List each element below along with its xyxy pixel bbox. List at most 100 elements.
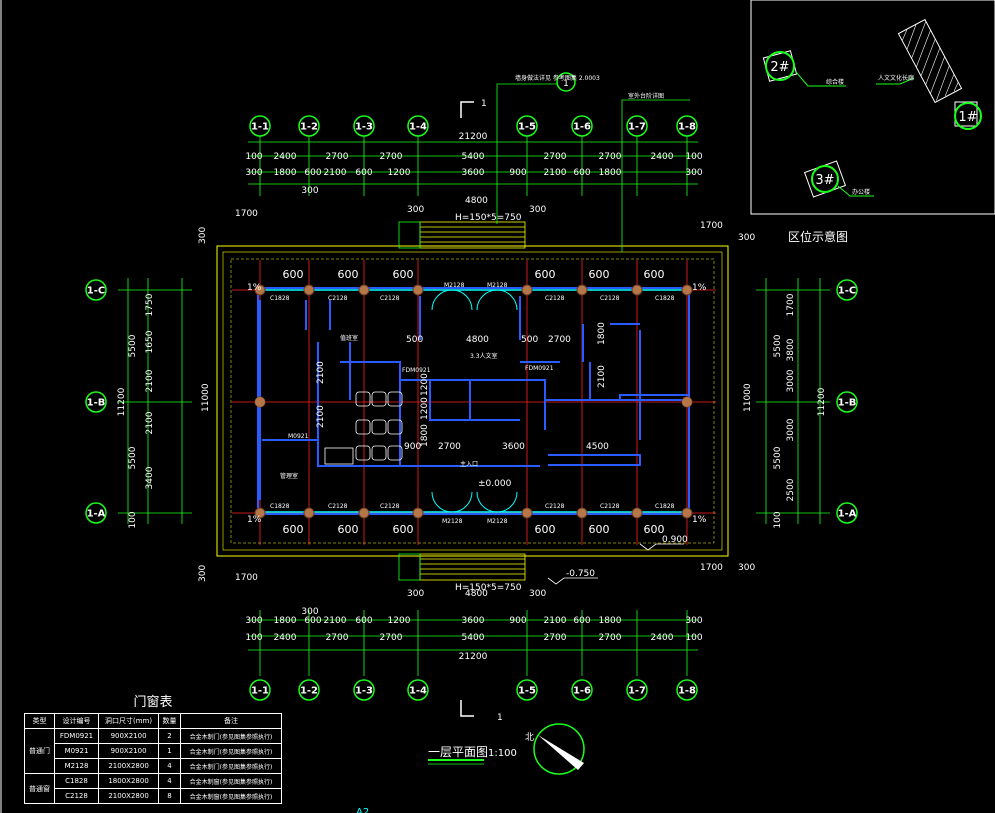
axis-bubble-1-5-bottom xyxy=(516,679,538,701)
table-cell: 900X2100 xyxy=(98,728,160,744)
interior-dim-2100-v3: 2100 xyxy=(597,365,607,388)
dim-bot-row2-2: 2700 xyxy=(326,633,349,643)
plan-title-block: 一层平面图 1:100 xyxy=(428,745,517,765)
tag-c2128-s1: C2128 xyxy=(328,503,348,510)
table-type-cell: 普通窗 xyxy=(24,773,55,804)
dim-top-row3-3: 2100 xyxy=(324,168,347,178)
dim-bot-row1-6: 3600 xyxy=(462,616,485,626)
dim-se-300: 300 xyxy=(738,563,755,573)
dim-se-1700: 1700 xyxy=(700,563,723,573)
tag-c1828-sw: C1828 xyxy=(270,503,290,510)
dim-top-row2-6: 2700 xyxy=(599,152,622,162)
dim-bot-row1-11: 300 xyxy=(685,616,702,626)
table-cell: 4 xyxy=(158,758,181,774)
dim-bot-row1-9: 600 xyxy=(573,616,590,626)
axis-bubble-1-7-top xyxy=(626,115,648,137)
table-header-row: 类型设计编号洞口尺寸(mm)数量备注 xyxy=(24,713,283,729)
elevation-neg: -0.750 xyxy=(566,569,595,579)
window-600-bottom-1: 600 xyxy=(338,523,359,536)
tag-c2128-s3: C2128 xyxy=(545,503,565,510)
callout-step-note: 室外台阶详图 xyxy=(628,92,664,100)
dim-right-inner-0: 5500 xyxy=(773,334,783,357)
axis-label-1-6-top: 1-6 xyxy=(573,122,591,133)
interior-dim-2100-v1: 2100 xyxy=(316,361,326,384)
callout-wall-note: 墙身做法详见 参考图集 2.0003 xyxy=(515,74,600,82)
axis-bubble-1-6-top xyxy=(571,115,593,137)
table-cell: FDM0921 xyxy=(53,728,100,744)
table-header-2: 洞口尺寸(mm) xyxy=(98,713,160,729)
table-cell: C1828 xyxy=(53,773,100,789)
tag-c2128-n2: C2128 xyxy=(380,295,400,302)
dim-top-row3-9: 600 xyxy=(573,168,590,178)
building-3-marker xyxy=(811,165,839,193)
interior-dim-500: 500 xyxy=(406,335,423,345)
axis-label-1-C-left: 1-C xyxy=(87,286,105,297)
dim-nw-1700: 1700 xyxy=(235,209,258,219)
axis-label-1-2-top: 1-2 xyxy=(300,122,318,133)
table-cell: 合金木制门(参见图集参照执行) xyxy=(179,743,283,759)
axis-label-1-A-left: 1-A xyxy=(87,509,106,520)
dim-top-row2-1: 2400 xyxy=(274,152,297,162)
dim-bot-row1-0: 300 xyxy=(245,616,262,626)
north-stair-right: 300 xyxy=(529,205,546,215)
interior-dim-1800b: 1800 xyxy=(420,424,430,447)
plan-title: 一层平面图 xyxy=(428,745,488,759)
building-2-name: 综合楼 xyxy=(826,78,844,86)
column-1-0 xyxy=(303,284,315,296)
dim-top-row3-0: 300 xyxy=(245,168,262,178)
north-arrow: 北 xyxy=(525,723,585,775)
dim-top-row2-7: 2400 xyxy=(651,152,674,162)
table-header-1: 设计编号 xyxy=(53,713,100,729)
axis-label-1-3-top: 1-3 xyxy=(355,122,373,133)
axis-label-1-2-bottom: 1-2 xyxy=(300,686,318,697)
dim-bot-row2-0: 100 xyxy=(245,633,262,643)
interior-dim-4800: 4800 xyxy=(466,335,489,345)
axis-label-1-4-top: 1-4 xyxy=(409,122,427,133)
interior-dim-2700: 2700 xyxy=(548,335,571,345)
south-stair-right: 300 xyxy=(529,589,546,599)
axis-bubble-1-8-top xyxy=(676,115,698,137)
slope-ne: 1% xyxy=(692,283,707,293)
building-3-name: 办公楼 xyxy=(852,188,870,196)
window-600-top-5: 600 xyxy=(644,268,665,281)
window-600-top-4: 600 xyxy=(589,268,610,281)
window-600-bottom-0: 600 xyxy=(283,523,304,536)
tag-c1828-ne: C1828 xyxy=(655,295,675,302)
structural-columns xyxy=(254,284,693,519)
axis-bubble-1-2-bottom xyxy=(298,679,320,701)
table-header-4: 备注 xyxy=(179,713,283,729)
dim-bot-extra-0: 300 xyxy=(301,607,318,617)
callouts: 1 墙身做法详见 参考图集 2.0003 室外台阶详图 xyxy=(496,72,690,252)
elevation-090: 0.900 xyxy=(662,535,688,545)
axis-bubble-1-C-right xyxy=(836,279,858,301)
south-steps xyxy=(398,553,526,581)
dim-right-inner: 11000 xyxy=(743,383,753,412)
interior-dim-1200: 1200 xyxy=(420,373,430,396)
axis-label-1-8-top: 1-8 xyxy=(678,122,696,133)
building-3-label: 3# xyxy=(815,173,834,188)
tag-c2128-n3: C2128 xyxy=(545,295,565,302)
dim-ne-1700: 1700 xyxy=(700,221,723,231)
axis-bubble-1-7-bottom xyxy=(626,679,648,701)
north-stair-text: H=150*5=750 xyxy=(455,213,522,223)
column-0-2 xyxy=(254,507,266,519)
elevation-zero: ±0.000 xyxy=(478,479,512,489)
tag-m0921: M0921 xyxy=(288,433,309,440)
axis-bubble-1-A-left xyxy=(85,502,107,524)
window-600-bottom-3: 600 xyxy=(535,523,556,536)
building-1-label: 1# xyxy=(958,110,977,125)
tag-m2128-n1: M2128 xyxy=(444,282,465,289)
table-type-cell: 普通门 xyxy=(24,728,55,774)
axis-bubble-1-A-right xyxy=(836,502,858,524)
axis-bubble-1-B-left xyxy=(85,391,107,413)
window-600-top-2: 600 xyxy=(393,268,414,281)
room-label-2: 主入口 xyxy=(460,460,478,468)
section-marks xyxy=(460,101,474,717)
dim-top-row2-3: 2700 xyxy=(380,152,403,162)
building-1-marker xyxy=(954,102,982,130)
tag-fdm0921-2: FDM0921 xyxy=(525,365,554,372)
